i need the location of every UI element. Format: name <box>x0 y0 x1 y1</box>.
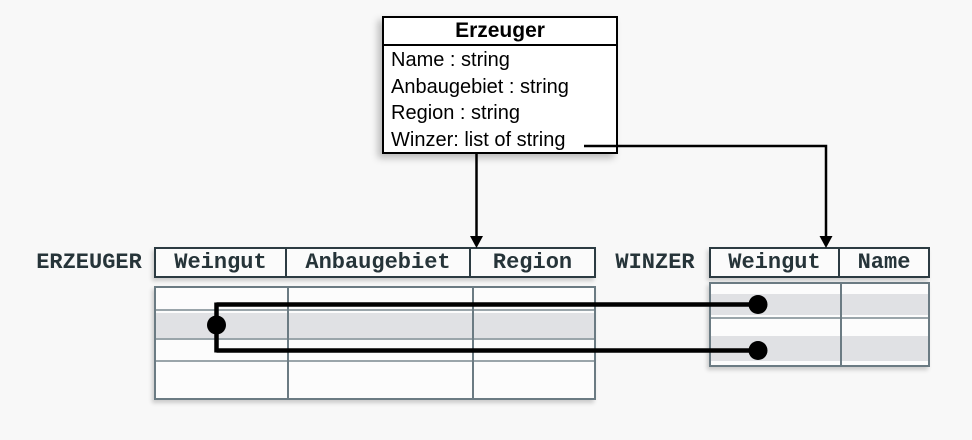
erzeuger-table-header: Weingut Anbaugebiet Region <box>154 247 596 278</box>
class-attribute-winzer: Winzer: list of string <box>391 128 566 151</box>
erzeuger-column-divider <box>287 288 289 398</box>
erzeuger-column-weingut: Weingut <box>156 249 287 276</box>
erzeuger-row-divider <box>156 309 594 311</box>
winzer-highlighted-row-2 <box>711 336 928 361</box>
erzeuger-table-body <box>154 286 596 400</box>
erzeuger-row-divider <box>156 338 594 340</box>
erzeuger-highlighted-row <box>156 313 594 338</box>
class-attribute-anbaugebiet: Anbaugebiet : string <box>391 75 569 98</box>
winzer-column-weingut: Weingut <box>711 249 840 276</box>
erzeuger-column-region: Region <box>492 250 573 275</box>
erzeuger-row-divider <box>156 360 594 362</box>
uml-class-box-erzeuger: Erzeuger Name : string Anbaugebiet : str… <box>382 16 618 154</box>
class-attribute-name: Name : string <box>391 49 510 71</box>
winzer-column-name: Name <box>857 250 911 275</box>
winzer-table-header: Weingut Name <box>709 247 930 278</box>
class-title: Erzeuger <box>384 18 616 46</box>
winzer-highlighted-row-1 <box>711 294 928 315</box>
winzer-table-label: WINZER <box>615 250 695 275</box>
erzeuger-column-anbaugebiet: Anbaugebiet <box>287 249 471 276</box>
winzer-column-divider <box>840 284 842 365</box>
winzer-row-divider <box>711 317 928 319</box>
class-attribute-list: Name : string Anbaugebiet : string Regio… <box>384 46 616 153</box>
class-attribute-region: Region : string <box>391 102 520 124</box>
class-to-winzer-arrow <box>584 144 833 248</box>
erzeuger-table-label: ERZEUGER <box>36 250 142 275</box>
winzer-table-body <box>709 282 930 367</box>
erzeuger-column-divider <box>472 288 474 398</box>
class-to-erzeuger-arrow <box>470 154 483 248</box>
